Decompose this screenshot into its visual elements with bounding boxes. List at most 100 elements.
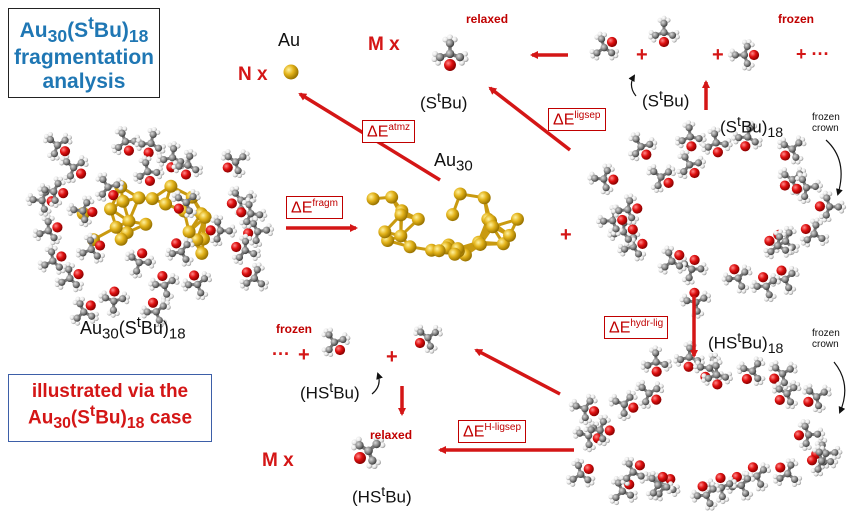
carbon-atom (225, 227, 233, 235)
carbon-atom (735, 134, 743, 142)
sulfur-atom (689, 287, 700, 298)
hydrogen-atom (150, 259, 156, 265)
carbon-atom (740, 364, 748, 373)
hydrogen-atom (662, 269, 668, 275)
carbon-atom (612, 493, 620, 502)
carbon-atom (599, 435, 607, 443)
carbon-atom (694, 159, 703, 167)
hydrogen-atom (66, 206, 72, 212)
carbon-atom (738, 282, 746, 290)
hydrogen-atom (583, 420, 589, 426)
hydrogen-atom (682, 174, 688, 180)
hydrogen-atom (617, 248, 623, 254)
hydrogen-atom (99, 253, 105, 259)
carbon-atom (615, 207, 623, 215)
hydrogen-atom (626, 389, 632, 395)
carbon-atom (40, 205, 48, 213)
carbon-atom (189, 193, 197, 201)
hydrogen-atom (160, 298, 166, 304)
carbon-atom (152, 308, 160, 316)
hydrogen-atom (95, 176, 101, 182)
carbon-atom (652, 349, 660, 357)
carbon-atom (114, 143, 123, 152)
sulfur-atom (231, 241, 242, 253)
hydrogen-atom (191, 209, 197, 215)
carbon-atom (104, 183, 112, 191)
carbon-atom (147, 139, 155, 148)
hydrogen-atom (703, 266, 709, 272)
carbon-atom (693, 492, 702, 500)
carbon-atom (50, 150, 59, 158)
carbon-atom (602, 184, 610, 192)
hydrogen-atom (763, 482, 769, 488)
hydrogen-atom (101, 290, 107, 296)
carbon-atom (778, 370, 787, 378)
gold-atom (145, 192, 159, 206)
carbon-atom (138, 140, 146, 148)
sulfur-atom (686, 141, 697, 152)
carbon-atom (239, 153, 247, 161)
carbon-atom (721, 373, 730, 381)
carbon-atom (121, 137, 130, 146)
plus-top-1: + (636, 44, 648, 66)
frozen-bottom-label: frozen (276, 322, 312, 336)
carbon-atom (69, 163, 78, 172)
sulfur-atom (729, 264, 740, 275)
carbon-atom (649, 489, 657, 497)
sulfur-atom (137, 248, 148, 259)
sulfur-atom (147, 297, 159, 308)
carbon-atom (806, 387, 814, 395)
hydrogen-atom (164, 252, 171, 258)
carbon-atom (186, 152, 194, 160)
dots-bottom: ··· (272, 344, 290, 364)
carbon-atom (663, 483, 671, 491)
carbon-atom (143, 308, 151, 316)
hydrogen-atom (687, 340, 693, 346)
hydrogen-atom (731, 135, 737, 141)
carbon-atom (776, 474, 784, 482)
stbu-frozen-label: (StBu) (642, 88, 690, 111)
hydrogen-atom (159, 170, 165, 176)
carbon-atom (53, 141, 62, 149)
hydrogen-atom (780, 137, 786, 143)
carbon-atom (629, 468, 637, 476)
sulfur-atom (173, 203, 184, 214)
hydrogen-atom (142, 155, 148, 161)
carbon-atom (802, 439, 810, 448)
hydrogen-atom (736, 364, 742, 370)
carbon-atom (168, 153, 177, 162)
hydrogen-atom (245, 155, 251, 161)
carbon-atom (665, 249, 673, 257)
relaxed-top-label: relaxed (466, 12, 509, 26)
hydrogen-atom (807, 383, 813, 389)
sulfur-atom (715, 472, 726, 484)
carbon-atom (70, 206, 78, 214)
carbon-atom (685, 274, 693, 282)
carbon-atom (762, 282, 770, 291)
hydrogen-atom (651, 163, 657, 169)
hydrogen-atom (700, 159, 706, 165)
carbon-atom (785, 284, 793, 292)
sulfur-atom (741, 373, 753, 385)
hydrogen-atom (646, 170, 652, 176)
sulfur-atom (75, 168, 87, 179)
carbon-atom (753, 472, 761, 480)
carbon-atom (668, 257, 676, 265)
carbon-atom (424, 333, 432, 342)
hydrogen-atom (328, 351, 334, 358)
hydrogen-atom (791, 481, 798, 488)
hydrogen-atom (801, 198, 807, 204)
hydrogen-atom (677, 268, 683, 274)
hydrogen-atom (94, 191, 100, 197)
carbon-atom (253, 227, 262, 236)
carbon-atom (93, 252, 101, 260)
carbon-atom (231, 158, 240, 166)
carbon-atom (55, 263, 63, 271)
hydrogen-atom (379, 442, 386, 449)
hydrogen-atom (73, 287, 79, 293)
carbon-atom (741, 489, 750, 497)
carbon-atom (431, 328, 439, 337)
carbon-atom (754, 374, 762, 383)
hydrogen-atom (601, 441, 607, 447)
